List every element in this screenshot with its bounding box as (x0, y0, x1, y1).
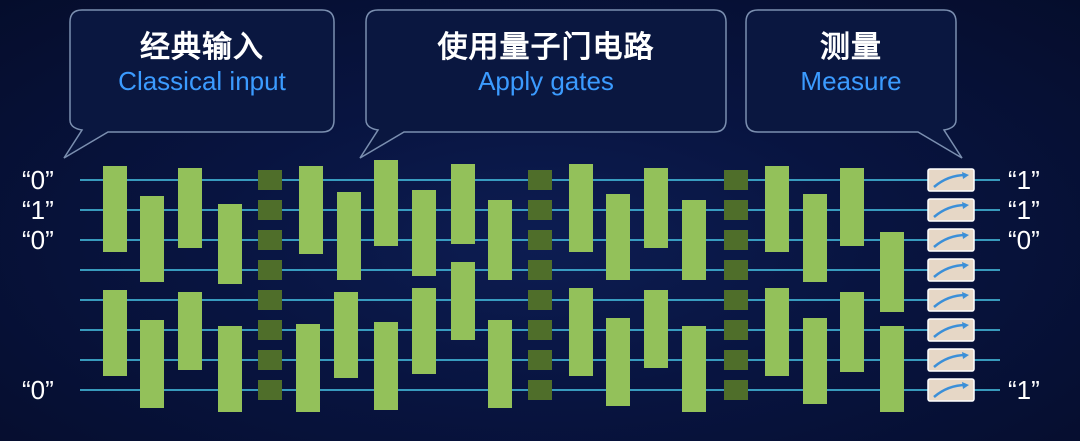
entangler-block (528, 350, 552, 370)
gate-block (606, 194, 630, 280)
output-label: “1” (1008, 375, 1040, 405)
gate-block (682, 200, 706, 280)
entangler-block (528, 200, 552, 220)
measurement-meter-icon (927, 228, 975, 252)
output-label: “1” (1008, 165, 1040, 195)
input-label: “0” (22, 375, 54, 405)
gate-block (682, 326, 706, 412)
gate-block (488, 320, 512, 408)
gate-block (569, 164, 593, 252)
callout-title-en: Classical input (118, 66, 286, 96)
entangler-block (528, 260, 552, 280)
gate-block (218, 204, 242, 284)
gate-block (644, 290, 668, 368)
entangler-block (528, 230, 552, 250)
entangler-block (528, 290, 552, 310)
callout-title-zh: 经典输入 (140, 30, 264, 65)
input-label: “0” (22, 225, 54, 255)
gate-block (412, 190, 436, 276)
output-label: “0” (1008, 225, 1040, 255)
gate-block (299, 166, 323, 254)
gate-block (296, 324, 320, 412)
gate-block (880, 232, 904, 312)
entangler-block (724, 260, 748, 280)
callout-bubble (63, 9, 335, 159)
callout-title-en: Apply gates (478, 66, 614, 96)
gate-block (644, 168, 668, 248)
entangler-block (724, 380, 748, 400)
measurement-meter-icon (927, 378, 975, 402)
callout-bubble (745, 9, 963, 159)
callout-title-zh: 使用量子门电路 (437, 30, 655, 65)
input-label: “1” (22, 195, 54, 225)
gate-block (765, 288, 789, 376)
entangler-block (258, 290, 282, 310)
gate-block (488, 200, 512, 280)
entangler-block (258, 320, 282, 340)
gate-block (140, 320, 164, 408)
gate-block (103, 166, 127, 252)
measurement-meter-icon (927, 318, 975, 342)
entangler-block (724, 320, 748, 340)
entangler-block (258, 350, 282, 370)
measurement-meter-icon (927, 198, 975, 222)
entangler-block (258, 230, 282, 250)
output-label: “1” (1008, 195, 1040, 225)
input-label: “0” (22, 165, 54, 195)
entangler-block (724, 230, 748, 250)
gate-block (880, 326, 904, 412)
entangler-block (528, 380, 552, 400)
gate-block (451, 164, 475, 244)
entangler-block (258, 380, 282, 400)
gate-block (765, 166, 789, 252)
entangler-block (258, 170, 282, 190)
gate-block (374, 160, 398, 246)
gate-block (178, 168, 202, 248)
callout-bubble (359, 9, 727, 159)
callout-title-zh: 测量 (820, 30, 882, 65)
entangler-block (724, 350, 748, 370)
callout-apply-gates: 使用量子门电路 Apply gates (366, 30, 726, 96)
gate-block (840, 292, 864, 372)
entangler-block (724, 170, 748, 190)
gate-block (337, 192, 361, 280)
entangler-block (724, 290, 748, 310)
gate-block (803, 194, 827, 282)
entangler-block (528, 320, 552, 340)
callout-measure: 测量 Measure (746, 30, 956, 96)
gate-block (606, 318, 630, 406)
entangler-block (528, 170, 552, 190)
measurement-meter-icon (927, 348, 975, 372)
gate-block (569, 288, 593, 376)
callout-classical-input: 经典输入 Classical input (70, 30, 334, 96)
gate-block (840, 168, 864, 246)
gate-block (451, 262, 475, 340)
gate-block (803, 318, 827, 404)
gate-block (218, 326, 242, 412)
measurement-meter-icon (927, 258, 975, 282)
gate-block (412, 288, 436, 374)
gate-block (140, 196, 164, 282)
measurement-meter-icon (927, 288, 975, 312)
gate-block (103, 290, 127, 376)
entangler-block (724, 200, 748, 220)
gate-block (374, 322, 398, 410)
measurement-meter-icon (927, 168, 975, 192)
gate-block (178, 292, 202, 370)
entangler-block (258, 200, 282, 220)
gate-block (334, 292, 358, 378)
entangler-block (258, 260, 282, 280)
callout-title-en: Measure (800, 66, 902, 96)
